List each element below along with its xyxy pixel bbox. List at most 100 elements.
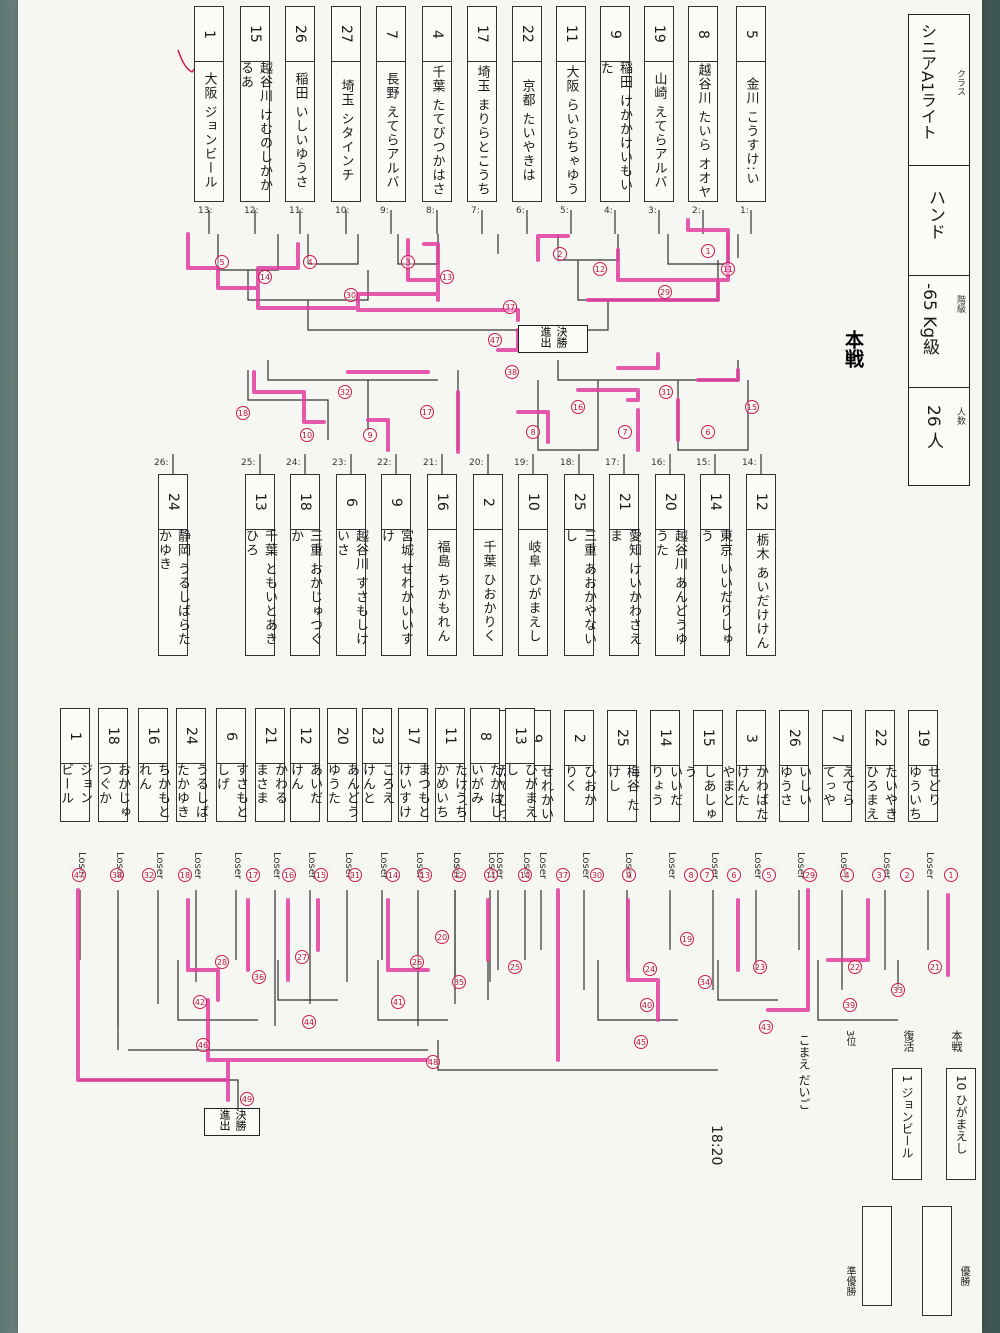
entry-number: 20	[656, 475, 684, 530]
match-number: 24	[643, 962, 657, 976]
entry-number: 12	[747, 475, 775, 530]
match-number: 40	[640, 998, 654, 1012]
match-number: 17	[246, 868, 260, 882]
main-title: 本戦	[842, 330, 864, 368]
match-number: 30	[590, 868, 604, 882]
weight-section: 階級 -65 Kg級	[909, 275, 969, 388]
match-number: 2	[553, 247, 567, 261]
match-number: 4	[840, 868, 854, 882]
entry-name: たいやき ひろまえ	[863, 765, 897, 821]
loser-label: Loser	[378, 852, 389, 879]
honsen-box: 10 ひがまえし	[946, 1068, 976, 1180]
match-number: 17	[420, 405, 434, 419]
match-number: 21	[928, 960, 942, 974]
loser-label: Loser	[451, 852, 462, 879]
entry-number: 15	[694, 711, 722, 766]
loser-label: Loser	[709, 852, 720, 879]
entry-name: 静岡 うるしばらたかゆき	[156, 529, 190, 647]
entry-number: 7	[823, 711, 851, 766]
entry-name: 福島 ちかもれん	[434, 540, 450, 644]
entry-name: 東京 いいだりしゅう	[698, 529, 732, 647]
desk-edge	[980, 0, 1000, 1333]
match-number: 34	[698, 975, 712, 989]
event-value: ハンド	[925, 189, 945, 240]
entry-name: たけうちかめいち	[433, 763, 467, 819]
entry-name: かわる まさま	[253, 763, 287, 805]
match-number: 12	[452, 868, 466, 882]
match-number: 11	[484, 868, 498, 882]
entry-number: 9	[522, 711, 550, 766]
entry-number: 9	[601, 7, 629, 62]
loser-label: Loser	[232, 852, 243, 879]
loser-label: Loser	[451, 852, 462, 879]
entry-number: 24	[159, 475, 187, 530]
seed-number: 15:	[696, 458, 711, 468]
class-value: シニアA1ライト	[918, 23, 937, 141]
entry-number: 6	[217, 709, 245, 764]
entry-number: 15	[241, 7, 269, 62]
loser-label: Loser	[881, 852, 892, 879]
entry-name: 千葉 たてびつかはさ	[429, 65, 445, 197]
count-section: 人数 26 人	[909, 387, 969, 485]
fukkatsu-value: 1 ジョンビール	[900, 1075, 914, 1159]
entry-name: 千葉 ひおかりく	[480, 540, 496, 644]
match-number: 27	[295, 950, 309, 964]
main-top-entry: 17 埼玉 まりらとこうち	[467, 6, 497, 202]
match-number: 4	[303, 255, 317, 269]
match-number: 6	[727, 868, 741, 882]
match-number: 29	[658, 285, 672, 299]
entry-number: 14	[651, 711, 679, 766]
seed-number: 23:	[332, 458, 347, 468]
entry-number: 19	[909, 711, 937, 766]
seed-number: 2:	[692, 206, 701, 216]
entry-name: 越谷川 あんどうゆうた	[653, 529, 687, 647]
match-number: 28	[215, 955, 229, 969]
seed-number: 10:	[335, 206, 350, 216]
seed-number: 24:	[286, 458, 301, 468]
entry-name: 埼玉 まりらとこうち	[474, 65, 490, 197]
entry-number: 11	[436, 709, 464, 764]
entry-number: 17	[468, 7, 496, 62]
header-box: クラス シニアA1ライト ハンド 階級 -65 Kg級 人数 26 人	[908, 14, 970, 486]
entry-name: 越谷川 けむのしかかるあ	[238, 61, 272, 193]
entry-number: 18	[99, 709, 127, 764]
seed-number: 6:	[516, 206, 525, 216]
entry-number: 23	[363, 709, 391, 764]
loser-label: Loser	[623, 852, 634, 879]
seed-number: 13:	[198, 206, 213, 216]
entry-name: 京都 たいやきは	[519, 79, 535, 183]
match-number: 14	[258, 270, 272, 284]
count-label: 人数	[955, 407, 965, 425]
entry-name: うるしば たかゆき	[174, 763, 208, 819]
loser-label: Loser	[666, 852, 677, 879]
entry-name: 岐阜 ひがまえし	[525, 540, 541, 644]
match-number: 31	[659, 385, 673, 399]
entry-number: 16	[139, 709, 167, 764]
match-number: 3	[401, 255, 415, 269]
match-number: 35	[452, 975, 466, 989]
count-value: 26 人	[923, 405, 943, 450]
entry-name: 大阪 らいらちゃゆう	[563, 65, 579, 197]
entry-number: 13	[506, 709, 534, 764]
date-note: 18:20	[708, 1125, 724, 1166]
match-number: 37	[556, 868, 570, 882]
match-number: 47	[488, 333, 502, 347]
entry-name: あいだ けん	[288, 763, 322, 805]
match-number: 8	[684, 868, 698, 882]
class-section: クラス シニアA1ライト	[909, 15, 969, 166]
entry-number: 17	[399, 709, 427, 764]
loser-label: Loser	[795, 852, 806, 879]
